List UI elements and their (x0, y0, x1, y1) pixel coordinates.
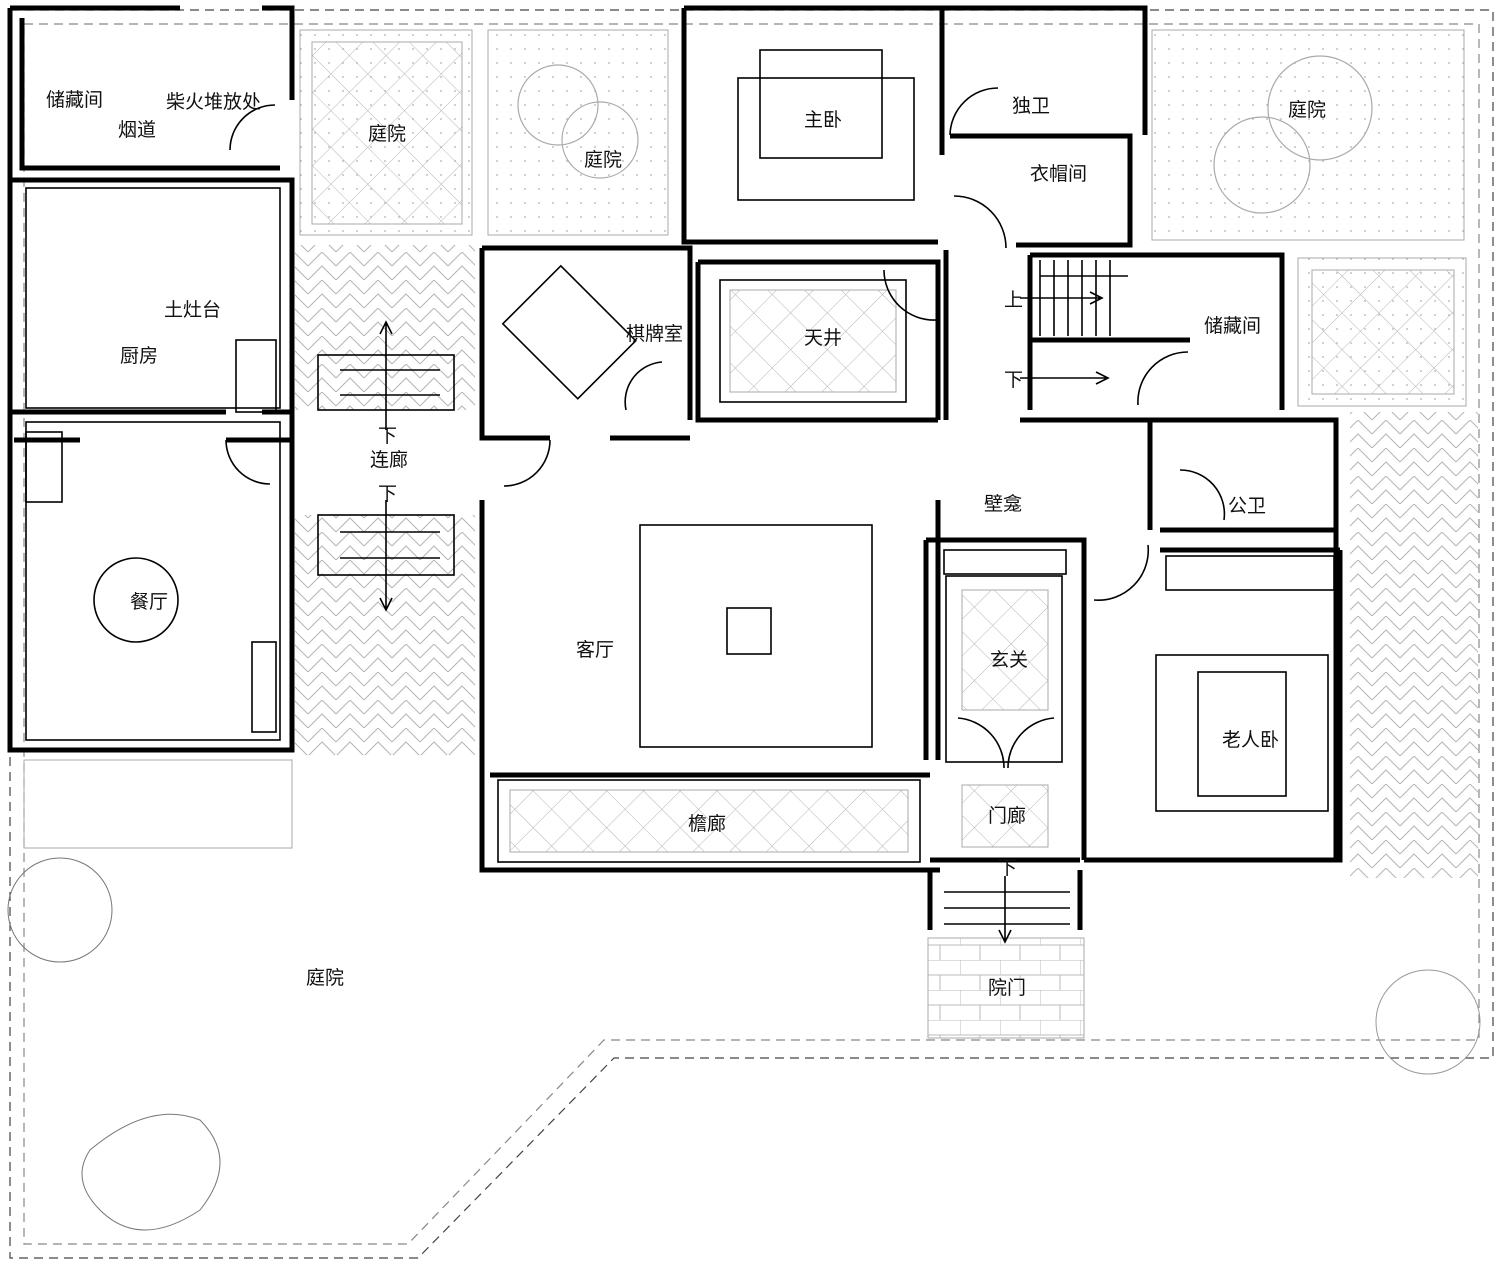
label-corridor-down-bottom: 下 (378, 483, 397, 505)
label-niche: 壁龛 (984, 493, 1022, 515)
label-master-bed: 主卧 (804, 109, 842, 131)
label-chess-room: 棋牌室 (626, 323, 683, 345)
stair-arrows (379, 291, 1110, 944)
label-dining: 餐厅 (130, 591, 168, 613)
label-cloakroom: 衣帽间 (1030, 163, 1087, 185)
room-labels: 储藏间 柴火堆放处 烟道 土灶台 厨房 餐厅 庭院 庭院 庭院 庭院 主卧 独卫… (46, 89, 1326, 999)
label-earth-stove: 土灶台 (164, 299, 221, 321)
label-light-well: 天井 (804, 327, 842, 349)
label-courtyard-b: 庭院 (584, 149, 622, 171)
label-kitchen: 厨房 (120, 345, 158, 367)
site-boundary (9, 9, 1494, 1259)
label-storage-nw: 储藏间 (46, 89, 103, 111)
label-stair-down: 下 (1004, 369, 1023, 391)
label-veranda: 檐廊 (688, 813, 726, 835)
label-public-bath: 公卫 (1228, 495, 1266, 517)
label-courtyard-a: 庭院 (368, 123, 406, 145)
label-private-bath: 独卫 (1012, 95, 1050, 117)
label-courtyard-main: 庭院 (306, 967, 344, 989)
label-courtyard-c: 庭院 (1288, 99, 1326, 121)
label-stair-up: 上 (1004, 289, 1023, 311)
label-corridor-down-top: 下 (378, 425, 397, 447)
door-swings (225, 87, 1226, 769)
stair-labels: 上 下 下 下 下 (378, 289, 1023, 879)
exterior-walls (7, 5, 1343, 930)
label-porch-down: 下 (998, 857, 1017, 879)
garden-trees (7, 55, 1481, 1231)
label-elder-bed: 老人卧 (1222, 729, 1279, 751)
label-foyer: 玄关 (990, 649, 1028, 671)
label-porch: 门廊 (988, 805, 1026, 827)
label-corridor: 连廊 (370, 449, 408, 471)
label-storage-e: 储藏间 (1204, 315, 1261, 337)
label-yard-gate: 院门 (988, 977, 1026, 999)
label-flue: 烟道 (118, 119, 156, 141)
label-firewood: 柴火堆放处 (166, 91, 261, 113)
courtyard-patterns (23, 29, 1478, 1039)
label-living: 客厅 (576, 639, 614, 661)
